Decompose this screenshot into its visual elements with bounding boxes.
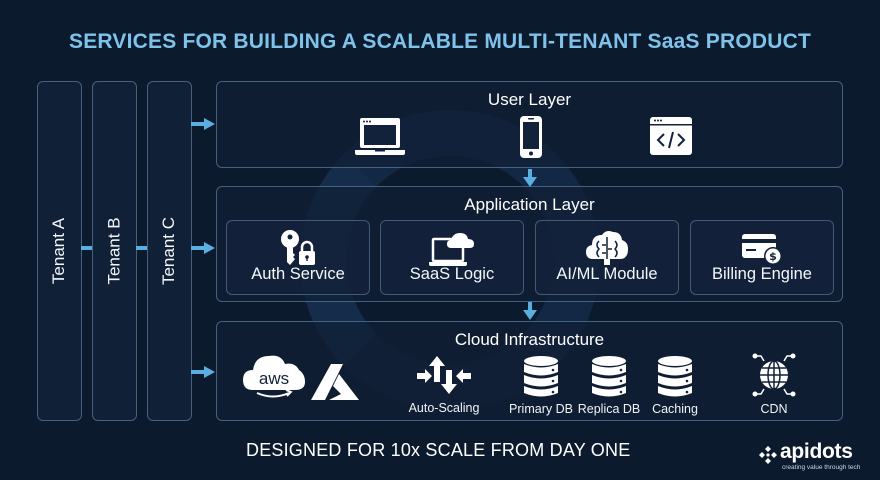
credit-card-dollar-icon: $	[742, 234, 782, 265]
aws-cloud-icon: aws	[243, 355, 305, 398]
tenant-connector	[136, 246, 147, 250]
replica-db-label: Replica DB	[577, 402, 641, 416]
cloud-infrastructure-title: Cloud Infrastructure	[454, 330, 605, 349]
primary-db-label: Primary DB	[509, 402, 573, 416]
tenant-connector	[81, 246, 92, 250]
arrow-down-icon	[523, 302, 537, 320]
key-lock-icon	[281, 230, 315, 265]
arrow-right-icon	[191, 118, 215, 130]
application-layer-title: Application Layer	[464, 195, 595, 214]
logo-subtitle: creating value through tech	[782, 464, 861, 471]
tenant-label: Tenant C	[159, 216, 179, 286]
brain-cloud-icon	[586, 231, 628, 265]
saas-logic-card: SaaS Logic	[380, 220, 524, 295]
svg-text:aws: aws	[259, 369, 289, 388]
arrow-right-icon	[191, 366, 215, 378]
ai-ml-module-label: AI/ML Module	[556, 265, 658, 283]
auto-scaling-label: Auto-Scaling	[408, 401, 480, 415]
logo-brand-text: apidots	[780, 440, 853, 463]
tenant-label: Tenant A	[49, 217, 69, 285]
cloud-infrastructure-layer: Cloud Infrastructure aws Auto-Scaling Pr…	[216, 321, 843, 421]
tenant-label: Tenant B	[104, 217, 124, 285]
tenant-b-column: Tenant B	[92, 81, 137, 421]
auth-service-card: Auth Service	[226, 220, 370, 295]
svg-text:$: $	[769, 250, 777, 263]
saas-logic-label: SaaS Logic	[409, 265, 495, 283]
cdn-label: CDN	[760, 402, 788, 416]
database-icon	[524, 356, 558, 397]
laptop-icon	[355, 118, 405, 155]
auto-scaling-arrows-icon	[417, 356, 471, 394]
azure-icon	[311, 364, 359, 400]
database-icon	[658, 356, 692, 397]
ai-ml-module-card: AI/ML Module	[535, 220, 679, 295]
globe-network-icon	[752, 353, 796, 397]
code-window-icon	[650, 117, 692, 155]
caching-label: Caching	[652, 402, 698, 416]
user-layer: User Layer	[216, 81, 843, 168]
arrow-right-icon	[191, 242, 215, 254]
database-icon	[592, 356, 626, 397]
user-layer-title: User Layer	[487, 90, 572, 109]
apidots-logo-icon	[759, 446, 777, 464]
application-layer: Application Layer Auth Service SaaS Logi…	[216, 186, 843, 302]
laptop-cloud-icon	[429, 233, 474, 266]
billing-engine-card: $ Billing Engine	[690, 220, 834, 295]
billing-engine-label: Billing Engine	[712, 265, 812, 283]
auth-service-label: Auth Service	[251, 265, 345, 283]
smartphone-icon	[520, 116, 542, 158]
arrow-down-icon	[523, 169, 537, 187]
tenant-c-column: Tenant C	[147, 81, 192, 421]
tenant-a-column: Tenant A	[37, 81, 82, 421]
footer-tagline: DESIGNED FOR 10x SCALE FROM DAY ONE	[246, 440, 631, 460]
page-title: SERVICES FOR BUILDING A SCALABLE MULTI-T…	[69, 30, 811, 53]
